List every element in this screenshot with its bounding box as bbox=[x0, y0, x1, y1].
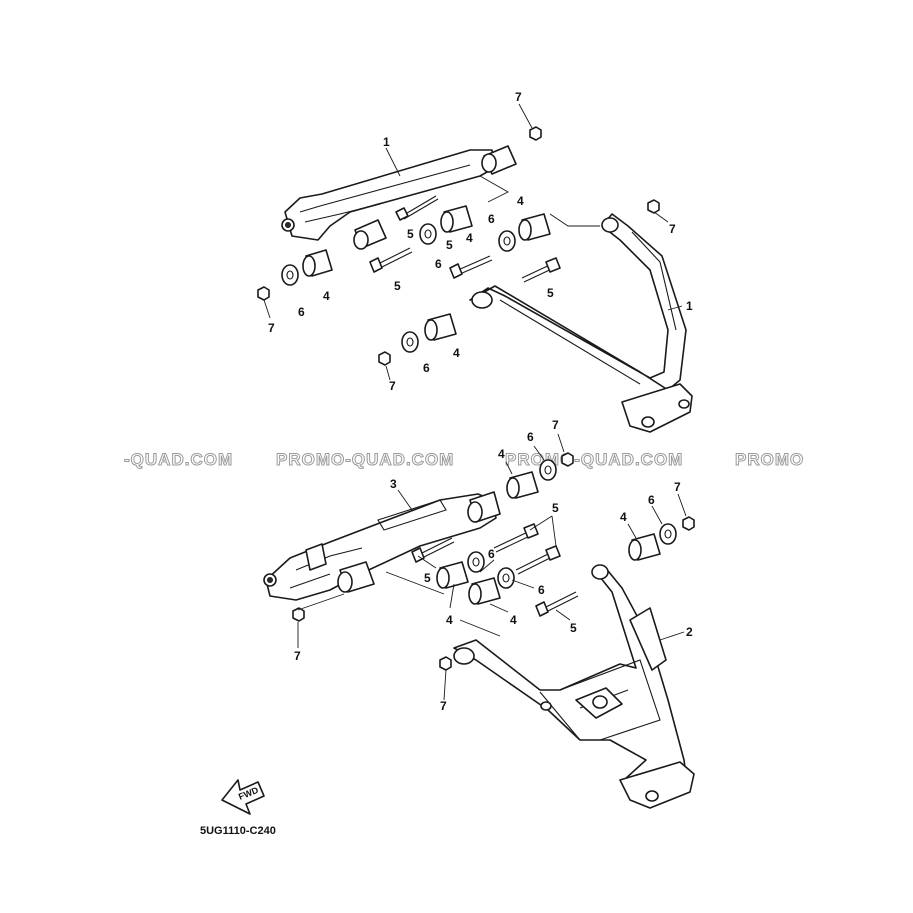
bushing bbox=[436, 471, 661, 605]
callout-7: 7 bbox=[389, 379, 396, 393]
callout-4: 4 bbox=[466, 231, 473, 245]
callout-1: 1 bbox=[686, 299, 693, 313]
callout-7: 7 bbox=[552, 418, 559, 432]
callout-5: 5 bbox=[547, 286, 554, 300]
callout-5: 5 bbox=[552, 501, 559, 515]
bolt bbox=[411, 523, 579, 617]
callout-7: 7 bbox=[440, 699, 447, 713]
callout-4: 4 bbox=[446, 613, 453, 627]
callout-3: 3 bbox=[390, 477, 397, 491]
upper-arm-right bbox=[469, 213, 693, 433]
callout-6: 6 bbox=[488, 547, 495, 561]
callout-7: 7 bbox=[669, 222, 676, 236]
diagram-code: 5UG1110-C240 bbox=[200, 825, 276, 837]
callout-5: 5 bbox=[446, 238, 453, 252]
lower-callouts: 3 2 4 4 4 4 6 6 6 6 7 7 7 7 5 5 5 bbox=[294, 418, 693, 713]
watermark-segment-4: PROMO bbox=[735, 450, 804, 469]
callout-2: 2 bbox=[686, 625, 693, 639]
callout-7: 7 bbox=[268, 321, 275, 335]
callout-6: 6 bbox=[538, 583, 545, 597]
callout-4: 4 bbox=[620, 510, 627, 524]
callout-6: 6 bbox=[488, 212, 495, 226]
callout-4: 4 bbox=[498, 447, 505, 461]
callout-5: 5 bbox=[424, 571, 431, 585]
callout-6: 6 bbox=[435, 257, 442, 271]
callout-6: 6 bbox=[527, 430, 534, 444]
fwd-arrow-icon: FWD bbox=[221, 779, 265, 815]
nut bbox=[257, 126, 660, 366]
callout-5: 5 bbox=[394, 279, 401, 293]
watermark-segment-3: PROMO-QUAD.COM bbox=[505, 450, 683, 469]
callout-7: 7 bbox=[674, 480, 681, 494]
lower-arm-left bbox=[263, 491, 501, 601]
upper-hardware bbox=[257, 103, 683, 381]
callout-4: 4 bbox=[453, 346, 460, 360]
watermark-segment-1: -QUAD.COM bbox=[124, 450, 233, 469]
bolt bbox=[369, 195, 561, 283]
bushing bbox=[302, 205, 551, 341]
watermark: -QUAD.COM PROMO-QUAD.COM PROMO-QUAD.COM … bbox=[124, 450, 804, 470]
upper-callouts: 1 1 7 7 7 7 4 4 4 4 6 6 6 6 5 5 5 5 bbox=[268, 90, 693, 393]
nut bbox=[292, 452, 695, 671]
callout-4: 4 bbox=[510, 613, 517, 627]
upper-arm-left bbox=[281, 145, 517, 250]
callout-6: 6 bbox=[298, 305, 305, 319]
callout-5: 5 bbox=[570, 621, 577, 635]
callout-1: 1 bbox=[383, 135, 390, 149]
lower-arm-right bbox=[453, 564, 695, 809]
lower-hardware bbox=[292, 433, 695, 701]
callout-4: 4 bbox=[323, 289, 330, 303]
callout-5: 5 bbox=[407, 227, 414, 241]
callout-6: 6 bbox=[648, 493, 655, 507]
washer bbox=[467, 459, 677, 589]
callout-7: 7 bbox=[515, 90, 522, 104]
callout-7: 7 bbox=[294, 649, 301, 663]
callout-4: 4 bbox=[517, 194, 524, 208]
washer bbox=[281, 223, 516, 353]
callout-6: 6 bbox=[423, 361, 430, 375]
watermark-segment-2: PROMO-QUAD.COM bbox=[276, 450, 454, 469]
